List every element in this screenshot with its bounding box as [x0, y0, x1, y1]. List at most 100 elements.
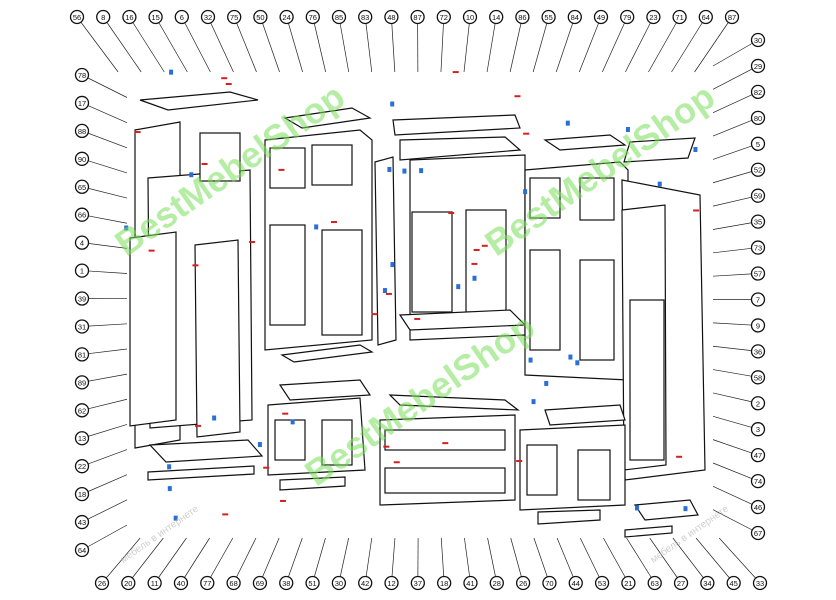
dowel-mark	[173, 515, 178, 521]
leader-line	[695, 537, 734, 584]
callout-circle	[94, 575, 110, 591]
leader-line	[532, 16, 549, 73]
screw-mark	[481, 244, 488, 247]
callout-circle	[227, 9, 242, 25]
callout-number: 78	[78, 71, 86, 80]
callout-number: 32	[204, 13, 212, 22]
callout-number: 62	[78, 406, 86, 415]
screw-mark	[393, 461, 400, 464]
dowel-mark	[390, 262, 395, 268]
callout-number: 89	[78, 378, 86, 387]
callout-circle	[74, 431, 90, 446]
leader-line	[81, 186, 128, 199]
screw-mark	[516, 460, 523, 463]
callout-top: 55	[541, 9, 556, 25]
leader-line	[712, 509, 759, 534]
callout-number: 55	[544, 13, 552, 22]
screw-mark	[383, 445, 390, 448]
leader-line	[81, 449, 128, 467]
callout-circle	[279, 575, 294, 591]
callout-circle	[750, 448, 766, 463]
leader-line	[102, 16, 142, 73]
callout-circle	[384, 9, 399, 25]
leader-line	[603, 537, 629, 584]
callout-circle	[673, 575, 689, 591]
callout-number: 47	[754, 451, 762, 460]
callout-top: 76	[305, 9, 320, 25]
callout-number: 87	[413, 13, 421, 22]
callout-number: 56	[73, 13, 81, 22]
dowel-mark	[382, 288, 387, 294]
dowel-mark	[290, 419, 295, 425]
dowel-mark	[456, 284, 461, 290]
screw-mark	[676, 455, 683, 458]
callout-number: 59	[754, 192, 762, 201]
callout-number: 30	[754, 36, 762, 45]
callout-number: 40	[177, 579, 185, 588]
callout-number: 15	[151, 13, 159, 22]
leader-line	[207, 16, 234, 73]
callout-bottom: 69	[252, 575, 268, 591]
callout-number: 68	[229, 579, 237, 588]
callout-circle	[74, 319, 90, 334]
callout-circle	[200, 9, 216, 25]
leader-line	[555, 16, 576, 73]
callout-number: 80	[754, 114, 762, 123]
callout-circle	[74, 263, 90, 278]
callout-number: 8	[101, 13, 105, 22]
leader-line	[81, 323, 128, 327]
leader-line	[312, 16, 327, 73]
callout-number: 33	[756, 579, 764, 588]
leader-line	[672, 537, 708, 584]
callout-circle	[489, 575, 504, 591]
glass-cabinet-right	[524, 134, 696, 381]
callout-circle	[358, 9, 373, 25]
callout-circle	[752, 575, 768, 591]
callout-left: 81	[74, 347, 90, 362]
callout-bottom: 26	[94, 575, 110, 591]
callout-number: 66	[78, 211, 86, 220]
leader-line	[81, 214, 128, 224]
callout-number: 87	[728, 13, 736, 22]
callout-circle	[74, 67, 90, 83]
callout-number: 86	[518, 13, 526, 22]
dowel-mark	[635, 505, 640, 511]
callout-number: 17	[78, 99, 86, 108]
callout-number: 14	[492, 13, 500, 22]
dowel-mark	[169, 69, 174, 75]
callout-circle	[437, 575, 452, 591]
callout-right: 36	[750, 344, 766, 359]
callout-top: 56	[69, 9, 85, 25]
leader-line	[556, 537, 577, 584]
callout-right: 82	[750, 84, 766, 100]
callout-left: 62	[74, 403, 90, 418]
leader-line	[579, 537, 603, 584]
callout-bottom: 26	[515, 575, 531, 591]
callout-right: 57	[750, 266, 766, 281]
callout-circle	[74, 403, 90, 418]
callout-circle	[726, 575, 741, 591]
callout-number: 70	[545, 579, 553, 588]
screw-mark	[452, 71, 459, 74]
leader-line	[81, 348, 128, 355]
callout-number: 27	[677, 579, 685, 588]
callout-number: 42	[361, 579, 369, 588]
callout-number: 36	[754, 347, 762, 356]
callout-left: 89	[74, 375, 90, 390]
callout-circle	[489, 9, 504, 25]
screw-mark	[514, 95, 521, 98]
callout-number: 5	[756, 140, 760, 149]
callout-bottom: 68	[226, 575, 241, 591]
leader-line	[712, 143, 759, 160]
callout-right: 5	[750, 136, 766, 151]
callout-number: 43	[78, 518, 86, 527]
callout-circle	[621, 575, 636, 591]
leader-line	[206, 537, 234, 584]
callout-bottom: 42	[358, 575, 373, 591]
leader-line	[364, 537, 373, 584]
dowel-mark	[402, 168, 407, 174]
leader-line	[81, 242, 128, 249]
callout-number: 12	[387, 579, 395, 588]
callout-left: 1	[74, 263, 90, 278]
callout-left: 18	[74, 486, 90, 502]
